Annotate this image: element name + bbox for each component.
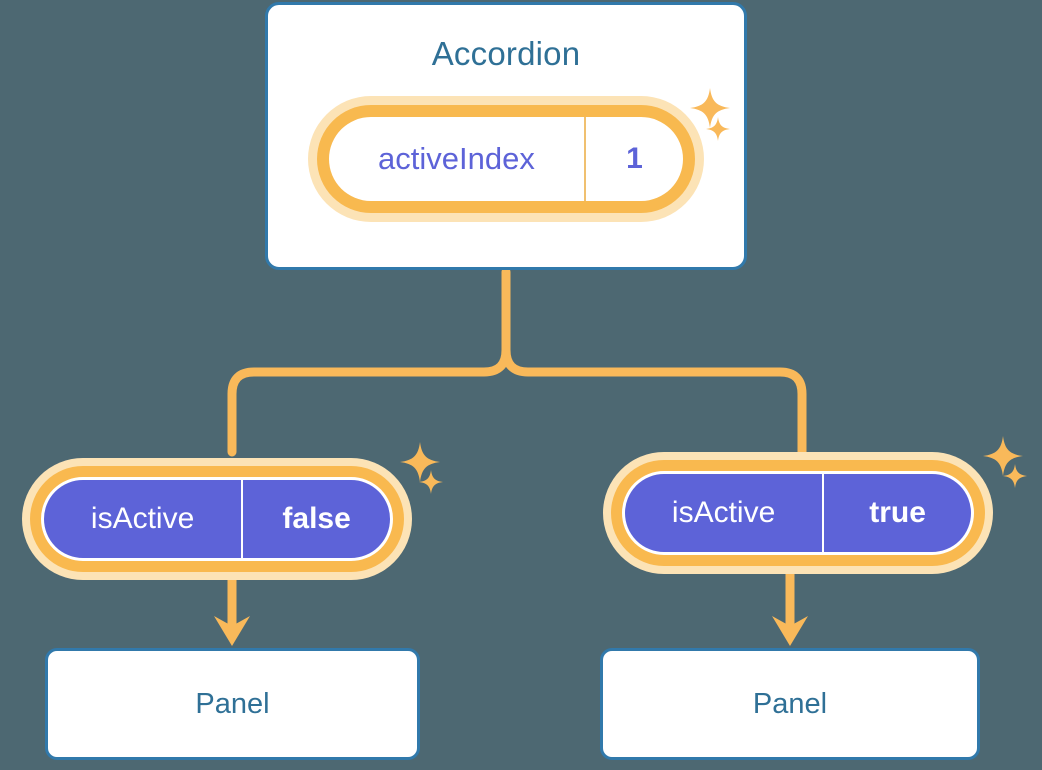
arrowhead-left — [214, 616, 250, 646]
state-key-label: activeIndex — [378, 141, 535, 176]
pill-body: activeIndex 1 — [329, 117, 683, 201]
sparkle-icon-large — [690, 88, 730, 128]
component-title: Accordion — [431, 35, 581, 72]
component-card-panel-right[interactable]: Panel — [600, 648, 980, 760]
state-value-label: true — [822, 474, 971, 552]
sparkle-icon-large — [983, 436, 1023, 476]
sparkle-icon-large — [400, 442, 440, 482]
pill-body: isActive false — [41, 477, 393, 561]
panel-title: Panel — [195, 687, 270, 720]
component-card-panel-left[interactable]: Panel — [45, 648, 420, 760]
state-key-label: isActive — [671, 496, 776, 529]
state-pill-is-active-false[interactable]: isActive false — [22, 458, 412, 580]
sparkle-icon-small — [1003, 464, 1027, 488]
state-value-label: 1 — [583, 117, 683, 201]
state-pill-active-index[interactable]: activeIndex 1 — [308, 96, 704, 222]
connector-branch-right — [501, 345, 807, 457]
state-value-label: false — [241, 480, 390, 558]
sparkle-icon-small — [706, 117, 730, 141]
state-key-label: isActive — [90, 502, 195, 535]
sparkle-icon-small — [419, 470, 443, 494]
state-pill-is-active-true[interactable]: isActive true — [603, 452, 993, 574]
pill-body: isActive true — [622, 471, 974, 555]
panel-title: Panel — [752, 687, 828, 720]
arrowhead-right — [772, 616, 808, 646]
connector-branch-left — [227, 345, 511, 457]
